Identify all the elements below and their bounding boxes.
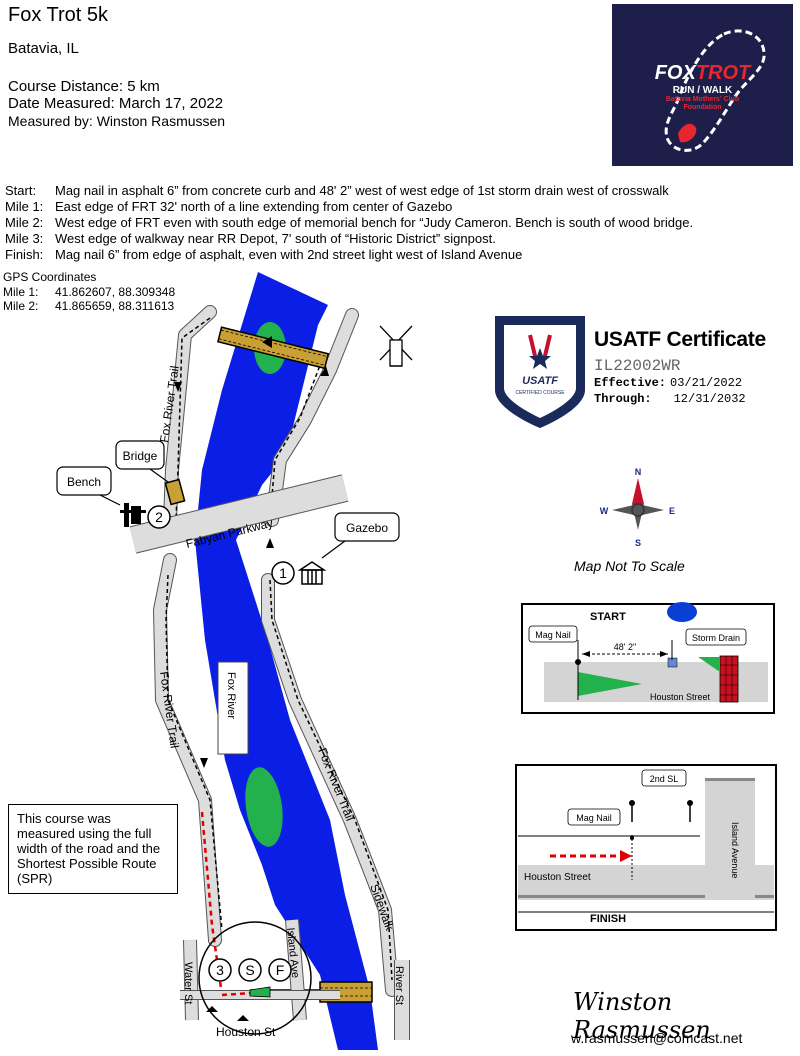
through-row: Through:12/31/2032: [594, 392, 746, 406]
shoe-print-icon: [664, 29, 766, 152]
logo-org-line2: Foundation: [683, 104, 722, 111]
bench-callout: Bench: [56, 466, 121, 506]
svg-text:1: 1: [279, 565, 287, 581]
windmill-icon: [379, 325, 413, 367]
email: w.rasmussen@comcast.net: [571, 1030, 743, 1046]
usatf-badge-icon: USATF CERTIFIED COURSE: [495, 316, 585, 428]
gps-mile2: Mile 2:41.865659, 88.311613: [3, 299, 175, 313]
page-title: Fox Trot 5k: [8, 4, 109, 26]
svg-text:Houston Street: Houston Street: [650, 692, 711, 702]
svg-text:2: 2: [155, 509, 163, 525]
spr-note: This course was measured using the full …: [8, 804, 178, 894]
compass-s: S: [635, 538, 641, 548]
compass-w: W: [600, 506, 609, 516]
start-inset: START 48' 2" Mag Nail Storm Drain Housto…: [521, 602, 775, 714]
island-ave-label: Island Ave: [284, 927, 301, 979]
start-area-circle: [198, 921, 312, 1035]
mile3-description: Mile 3:West edge of walkway near RR Depo…: [5, 231, 496, 246]
logo-org-line1: Batavia Mothers' Club: [665, 96, 740, 103]
scale-note: Map Not To Scale: [574, 558, 685, 574]
logo-runwalk: RUN / WALK: [672, 85, 733, 96]
usatf-certificate-title: USATF Certificate: [594, 328, 766, 351]
logo-fox: FOX: [654, 62, 696, 84]
arrow-up-2: [320, 366, 329, 376]
svg-text:Mag Nail: Mag Nail: [576, 813, 612, 823]
start-marker-flag: [249, 986, 271, 998]
svg-text:48' 2": 48' 2": [614, 642, 636, 652]
mile-marker-2: 2: [147, 505, 171, 529]
gps-title: GPS Coordinates: [3, 270, 97, 284]
arrow-down-1: [174, 382, 182, 392]
svg-text:2nd SL: 2nd SL: [650, 774, 679, 784]
svg-text:3: 3: [216, 962, 224, 978]
date-measured: Date Measured: March 17, 2022: [8, 95, 224, 112]
finish-inset: 2nd SL Mag Nail Houston Street FINISH Is…: [515, 764, 777, 931]
bridge: [164, 478, 186, 506]
signature: Winston Rasmussen: [573, 988, 711, 1044]
certificate-number: IL22002WR: [594, 357, 681, 375]
gps-mile1: Mile 1:41.862607, 88.309348: [3, 285, 176, 299]
measured-by: Measured by: Winston Rasmussen: [8, 113, 226, 129]
effective-row: Effective:03/21/2022: [594, 376, 743, 390]
svg-text:Island Avenue: Island Avenue: [730, 822, 740, 878]
svg-text:USATF: USATF: [522, 375, 558, 387]
svg-text:FINISH: FINISH: [590, 913, 626, 925]
arrow-up-1: [266, 538, 274, 548]
river-st-label: River St: [393, 966, 405, 1005]
houston-st-label: Houston St: [216, 1025, 276, 1039]
compass-n: N: [635, 467, 642, 477]
svg-text:Storm Drain: Storm Drain: [692, 633, 740, 643]
svg-text:Bench: Bench: [67, 475, 101, 489]
start-marker: S: [238, 958, 262, 982]
svg-text:Gazebo: Gazebo: [346, 521, 388, 535]
arrow-down-3: [200, 758, 208, 768]
bridge-callout: Bridge: [115, 440, 169, 483]
fox-river-label: Fox River: [225, 672, 237, 719]
finish-description: Finish:Mag nail 6” from edge of asphalt,…: [5, 247, 523, 262]
location: Batavia, IL: [8, 40, 79, 57]
arrow-left-bridge: [262, 336, 272, 348]
compass-icon: N S W E: [600, 467, 675, 548]
svg-text:Houston Street: Houston Street: [524, 872, 591, 883]
svg-text:Mag Nail: Mag Nail: [535, 630, 571, 640]
mile2-description: Mile 2:West edge of FRT even with south …: [5, 215, 694, 230]
fox-river: [195, 272, 378, 1050]
route-east: [269, 359, 393, 981]
start-description: Start:Mag nail in asphalt 6” from concre…: [5, 183, 669, 198]
course-distance: Course Distance: 5 km: [8, 78, 160, 95]
mile-marker-3: 3: [208, 958, 232, 982]
mile1-description: Mile 1:East edge of FRT 32' north of a l…: [5, 199, 453, 214]
gazebo-callout: Gazebo: [321, 512, 400, 559]
sidewalk-label: Sidewalk: [367, 882, 397, 933]
svg-text:CERTIFIED COURSE: CERTIFIED COURSE: [515, 390, 565, 396]
mile-marker-1: 1: [271, 561, 295, 585]
water-st-label: Water St: [182, 962, 194, 1004]
gazebo-icon: [297, 561, 327, 585]
bench-icon: [120, 503, 146, 527]
finish-marker: F: [268, 958, 292, 982]
svg-text:S: S: [245, 962, 254, 978]
foxtrot-logo: FOXTROT RUN / WALK Batavia Mothers' Club…: [612, 4, 793, 166]
island-lower: [245, 767, 283, 847]
svg-text:F: F: [276, 962, 285, 978]
svg-text:START: START: [590, 611, 626, 623]
logo-trot: TROT: [695, 62, 751, 84]
wood-bridge-top: [217, 326, 330, 370]
svg-text:Bridge: Bridge: [123, 449, 158, 463]
compass-e: E: [669, 506, 675, 516]
